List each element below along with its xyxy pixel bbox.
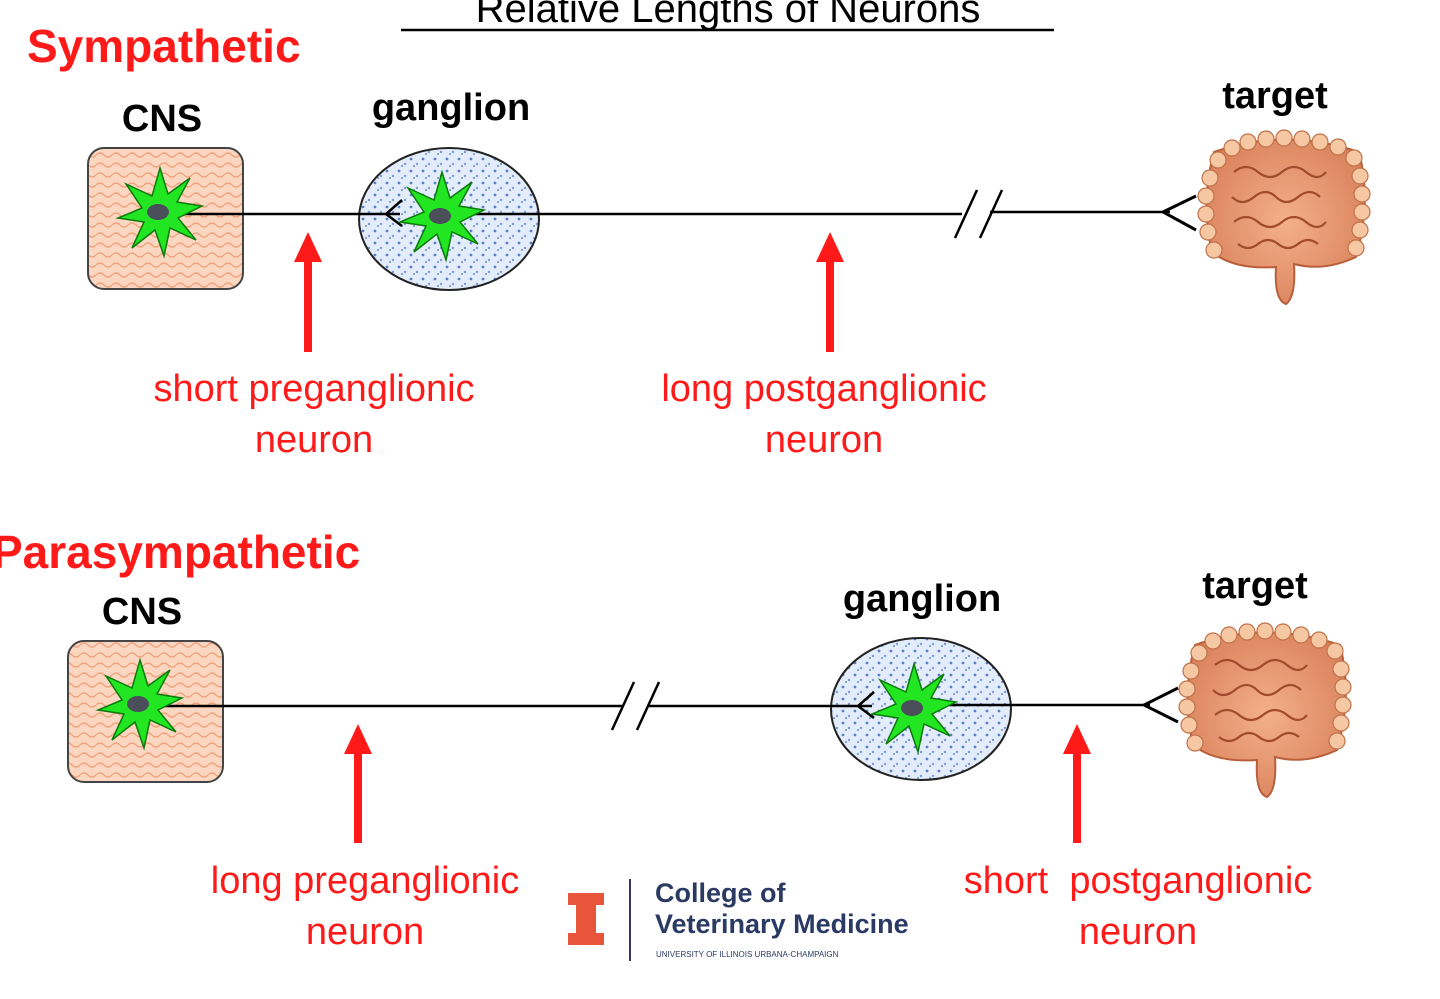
sympathetic-preganglionic-arrow bbox=[294, 232, 322, 352]
parasympathetic-target-label: target bbox=[1202, 565, 1308, 607]
sympathetic-cns-label: CNS bbox=[122, 98, 202, 140]
parasympathetic-heading: Parasympathetic bbox=[0, 526, 360, 578]
intestine-icon bbox=[1197, 129, 1371, 306]
sympathetic-ganglion-label: ganglion bbox=[372, 87, 530, 129]
sympathetic-heading: Sympathetic bbox=[27, 20, 301, 72]
parasympathetic-postganglionic-label: short postganglionic bbox=[964, 860, 1313, 902]
parasympathetic-preganglionic-label-line2: neuron bbox=[306, 911, 424, 953]
parasympathetic-cns-label: CNS bbox=[102, 591, 182, 633]
parasympathetic-preganglionic-arrow bbox=[344, 724, 372, 843]
neuron-cell-icon bbox=[869, 661, 959, 755]
neuron-cell-icon bbox=[95, 657, 185, 751]
parasympathetic-postganglionic-arrow bbox=[1063, 724, 1091, 843]
sympathetic-ganglion-synapse bbox=[384, 199, 403, 227]
parasympathetic-postganglionic-label-line2: neuron bbox=[1079, 911, 1197, 953]
logo-line2: Veterinary Medicine bbox=[655, 909, 909, 939]
parasympathetic-ganglion-label: ganglion bbox=[843, 578, 1001, 620]
neuron-cell-icon bbox=[397, 169, 487, 263]
axon-break-icon bbox=[610, 681, 661, 731]
sympathetic-postganglionic-label-line2: neuron bbox=[765, 419, 883, 461]
logo-line3: UNIVERSITY OF ILLINOIS URBANA-CHAMPAIGN bbox=[656, 950, 839, 959]
neuron-cell-icon bbox=[115, 165, 205, 259]
sympathetic-postganglionic-label: long postganglionic bbox=[661, 368, 986, 410]
sympathetic-postganglionic-arrow bbox=[816, 232, 844, 352]
sympathetic-preganglionic-label-line2: neuron bbox=[255, 419, 373, 461]
college-logo: College of Veterinary Medicine UNIVERSIT… bbox=[568, 878, 909, 961]
sympathetic-preganglionic-label: short preganglionic bbox=[153, 368, 474, 410]
diagram-title: Relative Lengths of Neurons bbox=[476, 0, 981, 31]
logo-line1: College of bbox=[655, 878, 787, 908]
axon-break-icon bbox=[953, 189, 1004, 239]
parasympathetic-preganglionic-label: long preganglionic bbox=[211, 860, 519, 902]
sympathetic-target-synapse bbox=[1159, 194, 1197, 232]
sympathetic-target-label: target bbox=[1222, 75, 1328, 117]
intestine-icon bbox=[1178, 622, 1352, 799]
parasympathetic-ganglion-synapse bbox=[856, 691, 875, 719]
illinois-block-i-icon bbox=[568, 893, 604, 945]
parasympathetic-target-synapse bbox=[1140, 686, 1179, 724]
